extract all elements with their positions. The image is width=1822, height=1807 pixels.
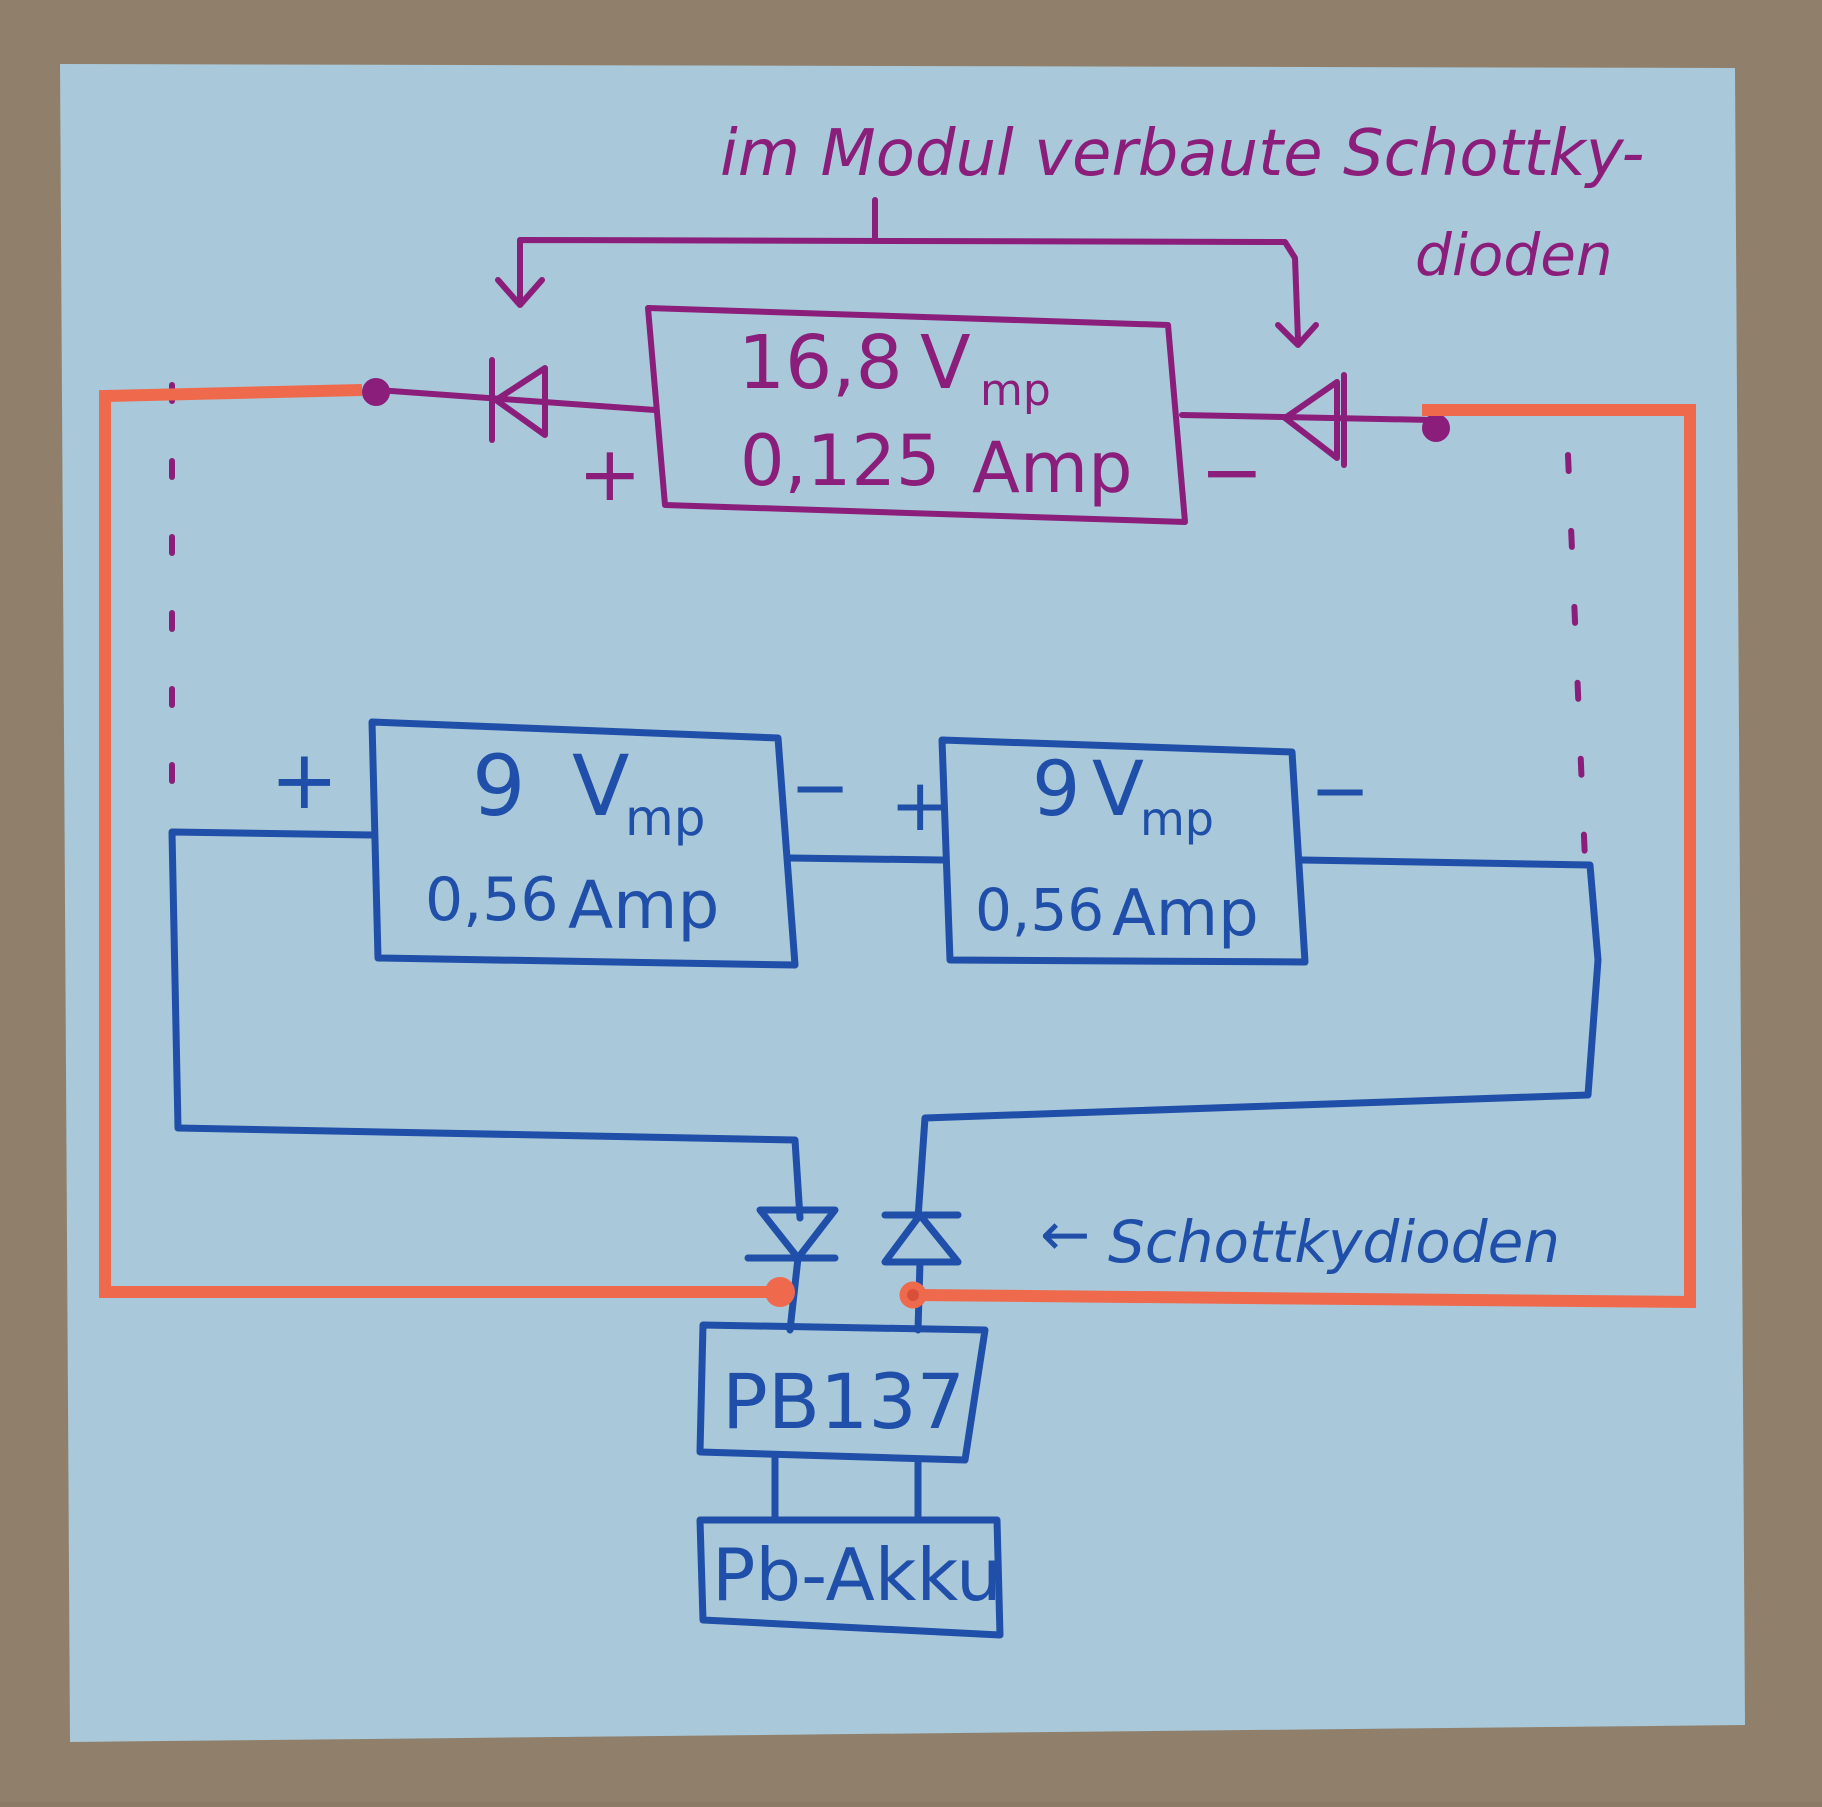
module-right-minus: − <box>1310 748 1370 832</box>
module-right-plus: + <box>890 763 950 847</box>
module-left-current-unit: Amp <box>568 867 719 944</box>
module-right-voltage: 9 <box>1032 744 1080 833</box>
bracket <box>517 237 1301 343</box>
wire-loop-left <box>168 828 804 1222</box>
module-right-current: 0,56 <box>975 876 1104 944</box>
paper-sheet <box>60 64 1745 1742</box>
red-wire-left <box>99 384 780 1298</box>
wire-between-modules <box>786 854 946 864</box>
top-terminal-left <box>362 378 390 406</box>
top-terminal-right <box>1422 414 1450 442</box>
top-wire-left <box>375 387 658 413</box>
top-module-voltage: 16,8 <box>738 320 903 406</box>
wire-loop-right <box>914 856 1602 1222</box>
controller-label: PB137 <box>722 1357 965 1446</box>
battery-box <box>696 1516 1004 1639</box>
annotation-bottom-arrow: ← <box>1040 1200 1090 1270</box>
schottky-diode-bottom-left <box>744 1206 839 1262</box>
module-left-voltage-v: V <box>572 737 629 835</box>
module-left-minus: − <box>790 745 850 829</box>
top-module-minus: − <box>1200 427 1264 516</box>
battery-label: Pb-Akku <box>712 1533 1002 1617</box>
schottky-diode-top-left <box>489 357 548 443</box>
annotation-top-line2: dioden <box>1415 221 1613 289</box>
module-left-plus: + <box>270 733 339 828</box>
top-module-box <box>645 305 1188 525</box>
annotation-bottom-label: Schottkydioden <box>1108 1208 1560 1276</box>
bracket-arrow-left <box>495 277 545 308</box>
module-right-current-unit: Amp <box>1112 877 1259 951</box>
module-left-voltage: 9 <box>472 737 525 835</box>
module-right-voltage-sub: mp <box>1140 792 1214 846</box>
top-module-plus: + <box>578 429 642 518</box>
red-wire-group <box>99 384 1696 1309</box>
red-wire-right <box>914 404 1696 1309</box>
top-module-group <box>169 197 1588 863</box>
top-module-current-unit: Amp <box>972 427 1133 509</box>
annotation-top-line1: im Modul verbaute Schottky- <box>720 117 1644 191</box>
module-right-box <box>938 736 1309 966</box>
module-right-voltage-v: V <box>1092 744 1144 833</box>
module-left-voltage-sub: mp <box>625 789 705 847</box>
schottky-diode-top-right <box>1282 372 1347 468</box>
red-terminal-right-inner <box>907 1289 919 1301</box>
module-left-current: 0,56 <box>425 865 559 935</box>
module-left-box <box>368 718 799 969</box>
red-terminal-left <box>765 1277 795 1307</box>
top-module-voltage-sub: mp <box>980 365 1051 416</box>
bracket-arrow-right <box>1275 322 1319 348</box>
controller-box <box>696 1321 989 1464</box>
lower-circuit-group <box>168 718 1602 1639</box>
top-wire-right <box>1179 412 1435 423</box>
top-module-current: 0,125 <box>740 420 940 502</box>
top-module-voltage-v: V <box>920 320 971 406</box>
